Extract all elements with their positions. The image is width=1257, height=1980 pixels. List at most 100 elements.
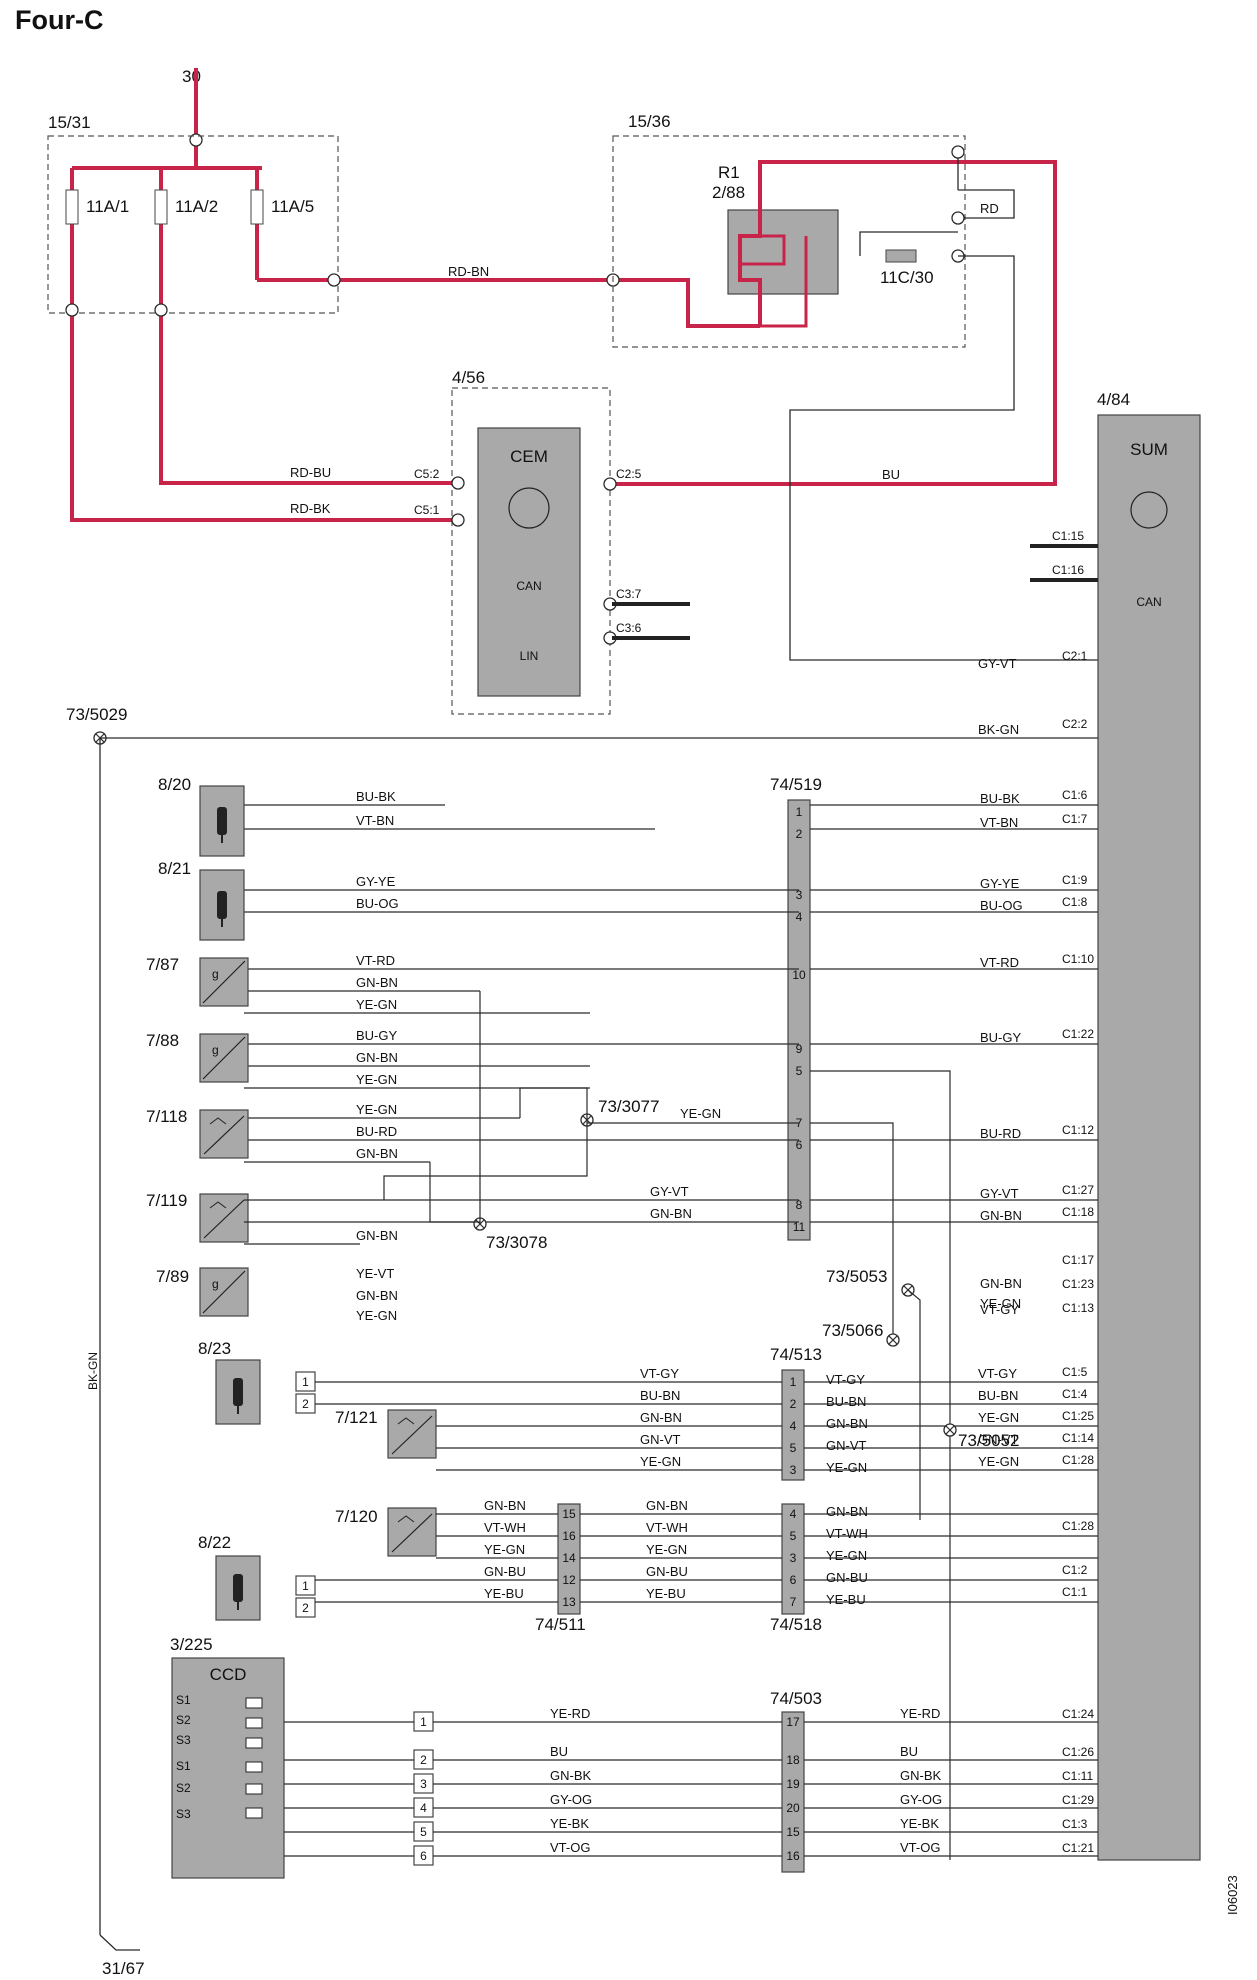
splice-label: 73/5053 [826,1267,887,1286]
fuse-symbol [885,249,917,263]
connector-pin: 7 [796,1116,803,1130]
component-8-20: 8/20 [158,775,191,794]
connector-74-518-body [781,1503,805,1615]
sum-wire-label: GN-BN [826,1504,868,1519]
wire [519,1087,588,1120]
pin-number: 6 [420,1849,427,1863]
switch-icon [397,1417,415,1425]
left-wire-label: GN-BK [550,1768,592,1783]
cem-ref: 4/56 [452,368,485,387]
left-wire-label: VT-BN [356,813,394,828]
relay-id: 2/88 [712,183,745,202]
wire [429,1162,480,1223]
fuse-symbol [154,189,168,225]
sum-pin-label: C1:11 [1062,1769,1093,1783]
sum-wire-label: BU-OG [980,898,1023,913]
rd-bn-wire [257,278,760,328]
component-7-89: 7/89 [156,1267,189,1286]
splice-label: 73/5066 [822,1321,883,1340]
connector-pin: 16 [562,1529,576,1543]
left-wire-label: BU-GY [356,1028,398,1043]
connector-74-503: 74/503 [770,1689,822,1708]
rd-bu-label: RD-BU [290,465,331,480]
pin-number: 5 [420,1825,427,1839]
left-wire-label: BU [550,1744,568,1759]
sum-pin-label: C1:23 [1062,1277,1094,1291]
sum-wire-label: VT-WH [826,1526,868,1541]
connector-pin: 20 [786,1801,800,1815]
connector-pin: 3 [790,1551,797,1565]
power-node [189,133,203,147]
sensor-icon [203,1115,245,1155]
left-wire-label: YE-GN [484,1542,525,1557]
sum-wire-label: GY-OG [900,1792,942,1807]
connector-pin: 17 [786,1715,800,1729]
fuse-label: 11A/2 [175,197,218,216]
sum-can: CAN [1136,595,1161,609]
fuse-symbol [250,189,264,225]
splice-label: 73/5052 [958,1431,1019,1450]
page-title: Four-C [15,5,103,35]
connector-pin: 1 [790,1375,797,1389]
left-wire-label: GN-BN [650,1206,692,1221]
pin-number: 1 [420,1715,427,1729]
left-wire-label: GN-BN [356,975,398,990]
sensor-icon [217,807,227,835]
connector-pin: 14 [562,1551,576,1565]
left-wire-label: GN-BN [356,1050,398,1065]
left-wire-label: GN-BN [826,1416,868,1431]
ccd-element [245,1697,263,1709]
sum-wire-label: BU-GY [980,1030,1022,1045]
left-wire-label: VT-RD [356,953,395,968]
component-7-88: 7/88 [146,1031,179,1050]
sum-pin-label: C1:8 [1062,895,1088,909]
ccd-ref: 3/225 [170,1635,213,1654]
sum-wire-label: YE-GN [826,1548,867,1563]
left-wire-label: YE-GN [680,1106,721,1121]
left-wire-label: GN-VT [826,1438,867,1453]
left-wire-label: VT-GY [640,1366,679,1381]
sum-pin-label: C1:28 [1062,1453,1094,1467]
sum-pin-label: C1:5 [1062,1365,1088,1379]
fuse-symbol [65,189,79,225]
ccd-module [171,1657,285,1879]
connector-74-511: 74/511 [535,1615,586,1634]
ccd-switch-label: S1 [176,1693,191,1707]
sensor-icon [202,1270,246,1314]
left-wire-label: GN-BU [484,1564,526,1579]
relay-fuse-label: 11C/30 [880,268,934,287]
left-wire-label: YE-GN [646,1542,687,1557]
cem-pin-label: C3:7 [616,587,642,601]
connector-pin: 11 [793,1220,806,1234]
splice-label: 73/3078 [486,1233,547,1252]
sensor-icon [202,960,246,1004]
sum-wire-label: YE-GN [978,1410,1019,1425]
ccd-element [245,1761,263,1773]
sum-wire-label: YE-RD [900,1706,940,1721]
connector-74-511-body [557,1503,581,1615]
component-7-121: 7/121 [335,1408,378,1427]
cem-pin-label: C2:5 [616,467,642,481]
left-wire-label: GY-YE [356,874,396,889]
left-wire-label: YE-BU [484,1586,524,1601]
pin-number: 1 [302,1375,309,1389]
connector-74-518: 74/518 [770,1615,822,1634]
sum-pin-label: C1:29 [1062,1793,1094,1807]
rd-bk-label: RD-BK [290,501,331,516]
connector-pin: 6 [796,1138,803,1152]
sum-wire-label: GN-BK [900,1768,942,1783]
sum-pin-label: C1:16 [1052,563,1084,577]
cem-pin [603,477,617,491]
sum-pin-label: C1:1 [1062,1585,1088,1599]
sum-wire-label: VT-RD [980,955,1019,970]
rd-label: RD [980,201,999,216]
left-wire-label: GN-VT [640,1432,681,1447]
wire-node [65,303,79,317]
pin-number: 3 [420,1777,427,1791]
left-wire-label: YE-BK [550,1816,589,1831]
gy-vt-wire [789,255,1098,661]
fuse-box-15-31 [47,135,339,314]
connector-pin: 1 [796,805,803,819]
splice-mark [945,1425,955,1435]
sum-pin-label: C1:25 [1062,1409,1094,1423]
